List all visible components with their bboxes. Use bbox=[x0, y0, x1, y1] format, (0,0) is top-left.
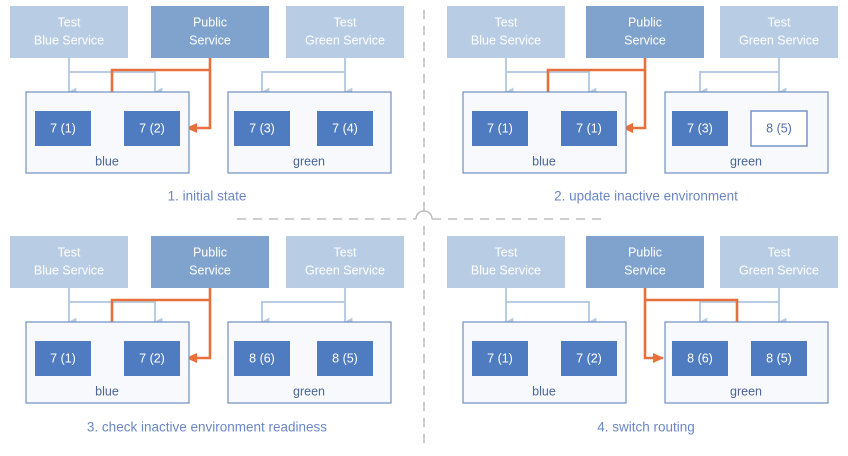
panel-2-caption: 2. update inactive environment bbox=[554, 189, 738, 204]
env-green-label-2: green bbox=[730, 154, 762, 168]
instance-label-1-green-1: 7 (4) bbox=[332, 121, 358, 135]
test-green-connector-3 bbox=[261, 288, 353, 327]
service-public-label-line1-2: Public bbox=[628, 15, 662, 29]
panel-4-group: Test Blue Service Public Service Test Gr… bbox=[447, 236, 838, 435]
service-test-green-label-line2-2: Green Service bbox=[739, 33, 819, 47]
service-public-1[interactable] bbox=[151, 6, 269, 58]
service-public-label-line1-4: Public bbox=[628, 245, 662, 259]
panel-1-group: Test Blue Service Public Service Test Gr… bbox=[10, 6, 404, 204]
service-public-label-line1-3: Public bbox=[193, 245, 227, 259]
env-blue-label-2: blue bbox=[532, 154, 556, 168]
panel-3-group: Test Blue Service Public Service Test Gr… bbox=[10, 236, 404, 435]
service-test-blue-3[interactable] bbox=[10, 236, 128, 288]
instance-label-1-blue-0: 7 (1) bbox=[50, 121, 76, 135]
instance-box-2-blue-0[interactable] bbox=[472, 111, 528, 146]
service-test-green-label-line1-4: Test bbox=[768, 245, 791, 259]
instance-label-4-blue-1: 7 (2) bbox=[576, 351, 602, 365]
env-green-label-1: green bbox=[293, 154, 325, 168]
env-green-label-4: green bbox=[730, 384, 762, 398]
service-test-green-2[interactable] bbox=[720, 6, 838, 58]
panel-3-caption: 3. check inactive environment readiness bbox=[87, 420, 327, 435]
service-public-4[interactable] bbox=[586, 236, 704, 288]
service-public-label-line2-3: Service bbox=[189, 263, 231, 277]
instance-label-4-green-0: 8 (6) bbox=[687, 351, 713, 365]
instance-box-1-blue-0[interactable] bbox=[35, 111, 91, 146]
service-test-blue-2[interactable] bbox=[447, 6, 565, 58]
service-public-2[interactable] bbox=[586, 6, 704, 58]
instance-label-3-blue-0: 7 (1) bbox=[50, 351, 76, 365]
instance-label-2-blue-1: 7 (1) bbox=[576, 121, 602, 135]
instance-box-1-green-1[interactable] bbox=[317, 111, 373, 146]
panel-2-group: Test Blue Service Public Service Test Gr… bbox=[447, 6, 838, 204]
instance-label-3-blue-1: 7 (2) bbox=[139, 351, 165, 365]
instance-box-4-blue-1[interactable] bbox=[561, 341, 617, 376]
divider-hop-arc bbox=[415, 210, 433, 220]
instance-label-1-green-0: 7 (3) bbox=[249, 121, 275, 135]
instance-box-3-green-1[interactable] bbox=[317, 341, 373, 376]
env-blue-label-4: blue bbox=[532, 384, 556, 398]
instance-box-1-blue-1[interactable] bbox=[124, 111, 180, 146]
service-test-blue-label-line2-3: Blue Service bbox=[34, 263, 104, 277]
service-test-green-label-line1-2: Test bbox=[768, 15, 791, 29]
service-test-blue-4[interactable] bbox=[447, 236, 565, 288]
service-test-green-label-line2-3: Green Service bbox=[305, 263, 385, 277]
service-test-blue-label-line1-1: Test bbox=[58, 15, 81, 29]
instance-box-3-green-0[interactable] bbox=[234, 341, 290, 376]
env-green-label-3: green bbox=[293, 384, 325, 398]
service-test-blue-label-line2-1: Blue Service bbox=[34, 33, 104, 47]
service-public-label-line1-1: Public bbox=[193, 15, 227, 29]
test-green-connector-4 bbox=[699, 288, 787, 327]
service-test-blue-1[interactable] bbox=[10, 6, 128, 58]
instance-label-2-blue-0: 7 (1) bbox=[487, 121, 513, 135]
instance-label-2-green-1: 8 (5) bbox=[766, 121, 792, 135]
service-test-blue-label-line2-4: Blue Service bbox=[471, 263, 541, 277]
service-test-blue-label-line1-3: Test bbox=[58, 245, 81, 259]
instance-label-2-green-0: 7 (3) bbox=[687, 121, 713, 135]
instance-box-2-green-1[interactable] bbox=[750, 110, 808, 147]
panel-1-caption: 1. initial state bbox=[168, 189, 247, 204]
env-blue-label-1: blue bbox=[95, 154, 119, 168]
env-blue-label-3: blue bbox=[95, 384, 119, 398]
service-test-green-3[interactable] bbox=[286, 236, 404, 288]
service-test-green-label-line1-3: Test bbox=[334, 245, 357, 259]
service-public-label-line2-2: Service bbox=[624, 33, 666, 47]
service-test-blue-label-line1-4: Test bbox=[495, 245, 518, 259]
instance-box-4-green-1[interactable] bbox=[751, 341, 807, 376]
panel-4-caption: 4. switch routing bbox=[597, 420, 695, 435]
instance-label-3-green-1: 8 (5) bbox=[332, 351, 358, 365]
service-public-label-line2-4: Service bbox=[624, 263, 666, 277]
service-public-label-line2-1: Service bbox=[189, 33, 231, 47]
service-test-green-label-line1-1: Test bbox=[334, 15, 357, 29]
instance-box-3-blue-0[interactable] bbox=[35, 341, 91, 376]
instance-box-2-blue-1[interactable] bbox=[561, 111, 617, 146]
instance-label-1-blue-1: 7 (2) bbox=[139, 121, 165, 135]
instance-label-3-green-0: 8 (6) bbox=[249, 351, 275, 365]
test-green-connector-1 bbox=[261, 58, 353, 97]
service-test-blue-label-line2-2: Blue Service bbox=[471, 33, 541, 47]
instance-label-4-blue-0: 7 (1) bbox=[487, 351, 513, 365]
instance-box-2-green-0[interactable] bbox=[672, 111, 728, 146]
panel-dividers bbox=[237, 10, 602, 450]
service-public-3[interactable] bbox=[151, 236, 269, 288]
instance-box-1-green-0[interactable] bbox=[234, 111, 290, 146]
instance-box-4-blue-0[interactable] bbox=[472, 341, 528, 376]
test-blue-connector-4 bbox=[505, 288, 597, 327]
service-test-green-1[interactable] bbox=[286, 6, 404, 58]
service-test-green-4[interactable] bbox=[720, 236, 838, 288]
service-test-blue-label-line1-2: Test bbox=[495, 15, 518, 29]
service-test-green-label-line2-1: Green Service bbox=[305, 33, 385, 47]
instance-box-4-green-0[interactable] bbox=[672, 341, 728, 376]
instance-box-3-blue-1[interactable] bbox=[124, 341, 180, 376]
test-green-connector-2 bbox=[699, 58, 787, 97]
instance-label-4-green-1: 8 (5) bbox=[766, 351, 792, 365]
service-test-green-label-line2-4: Green Service bbox=[739, 263, 819, 277]
